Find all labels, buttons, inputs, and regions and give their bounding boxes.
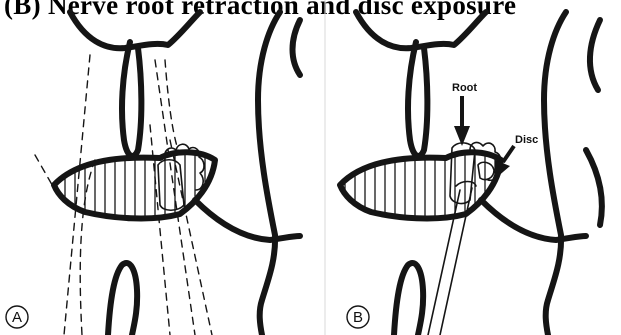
panel-b: Root Disc B [326,12,602,335]
panel-a-upper-vertebra-outline [70,12,200,48]
disc-arrow-shaft [503,146,514,162]
panel-b-label: B [353,309,363,326]
panel-a-lower-contour [195,200,300,240]
panel-b-right-inner-curve [590,20,600,90]
panel-b-spinous-process [408,42,427,156]
panel-a-right-inner-curve [293,20,301,75]
panel-b-lower-vertebra [394,263,423,335]
root-annotation: Root [452,82,477,94]
panel-a-label: A [12,309,22,326]
panel-b-lower-contour [481,200,586,240]
disc-annotation: Disc [515,134,538,146]
panel-a: A [6,12,300,335]
panel-b-right-vertebra-outline [544,12,566,335]
panel-a-spinous-process [122,42,141,156]
panel-a-right-vertebra-outline [258,12,280,335]
panel-b-upper-vertebra-outline [356,12,486,48]
panel-a-lower-vertebra [108,263,137,335]
panel-b-right-edge-curve [586,150,602,225]
